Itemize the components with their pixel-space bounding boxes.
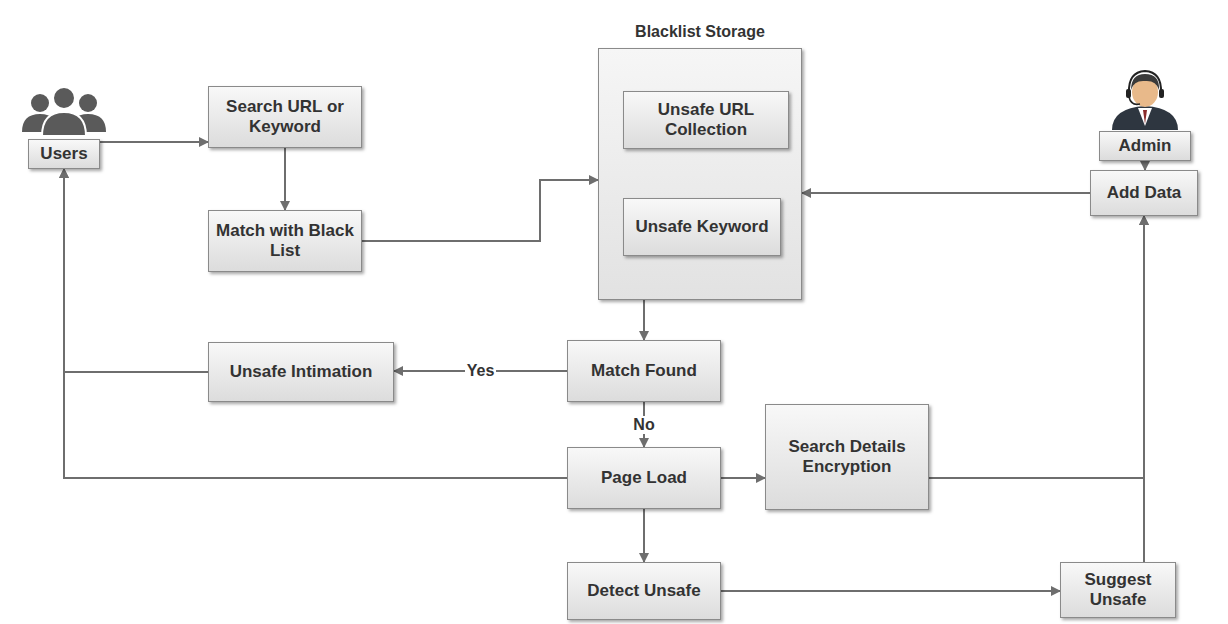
flow-arrow [1144, 161, 1146, 170]
box-label: Unsafe Intimation [226, 362, 377, 382]
flow-arrow [643, 300, 645, 340]
users-icon [22, 87, 106, 136]
box-label: Detect Unsafe [583, 581, 704, 601]
flow-arrow [284, 148, 286, 210]
process-box: Search Details Encryption [765, 404, 929, 510]
flow-arrow [64, 169, 208, 372]
actor-label: Admin [1099, 131, 1191, 161]
actor-label: Users [28, 139, 100, 169]
flow-arrow [100, 141, 208, 143]
edge-label: Yes [465, 362, 497, 380]
process-box: Search URL or Keyword [208, 86, 362, 148]
process-box: Match with Black List [208, 210, 362, 272]
process-box: Suggest Unsafe [1060, 562, 1176, 618]
process-box: Unsafe Intimation [208, 342, 394, 402]
container-title: Blacklist Storage [579, 22, 821, 42]
flow-arrow [64, 169, 567, 478]
box-label: Suggest Unsafe [1061, 570, 1175, 610]
flow-arrow [721, 477, 765, 479]
box-label: Match with Black List [209, 221, 361, 261]
admin-icon [1112, 71, 1178, 130]
edge-label: No [631, 416, 656, 434]
box-label: Users [36, 144, 91, 164]
box-label: Match Found [587, 361, 701, 381]
storage-item: Unsafe URL Collection [623, 91, 789, 149]
box-label: Search Details Encryption [766, 437, 928, 477]
flow-arrow [929, 216, 1144, 478]
flow-arrow [643, 509, 645, 562]
box-label: Search URL or Keyword [209, 97, 361, 137]
storage-container: Blacklist StorageUnsafe URL CollectionUn… [598, 48, 802, 300]
flow-arrow [802, 192, 1090, 194]
storage-item: Unsafe Keyword [623, 198, 781, 256]
flow-arrow [721, 590, 1060, 592]
box-label: Page Load [597, 468, 691, 488]
flow-arrow [362, 180, 598, 241]
box-label: Unsafe URL Collection [624, 100, 788, 140]
process-box: Detect Unsafe [567, 562, 721, 620]
process-box: Page Load [567, 447, 721, 509]
process-box: Add Data [1090, 170, 1198, 216]
decision-box: Match Found [567, 340, 721, 402]
box-label: Add Data [1103, 183, 1186, 203]
box-label: Unsafe Keyword [631, 217, 772, 237]
box-label: Admin [1115, 136, 1176, 156]
flow-arrow [1143, 216, 1145, 562]
